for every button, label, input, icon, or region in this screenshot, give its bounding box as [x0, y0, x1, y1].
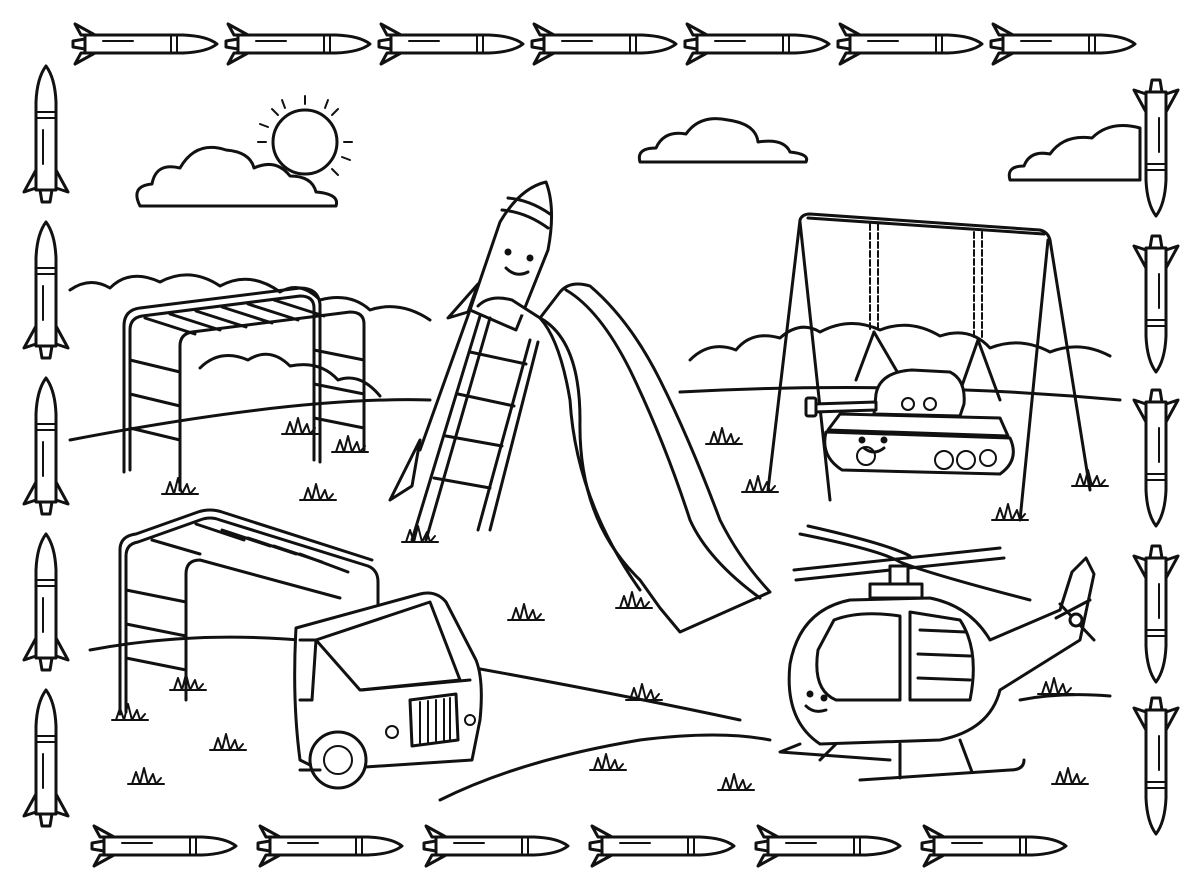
bushes	[68, 273, 1122, 442]
rocket-border-top	[71, 22, 1137, 66]
cloud-middle	[637, 117, 809, 164]
monkey-bars-back	[122, 286, 366, 492]
slide-ladder	[410, 314, 540, 542]
truck	[293, 591, 483, 790]
helicopter-character	[778, 524, 1096, 782]
rocket-border-left	[22, 64, 70, 828]
cloud-right	[1007, 124, 1142, 182]
rocket-border-bottom	[90, 824, 1068, 868]
monkey-bars-front	[118, 508, 380, 716]
sun	[257, 95, 353, 176]
swing-set	[766, 212, 1092, 522]
tank-character	[804, 368, 1015, 476]
cloud-left	[135, 145, 339, 208]
slide	[476, 282, 772, 634]
rocket-border-right	[1134, 80, 1178, 834]
rocket-character	[388, 180, 554, 502]
